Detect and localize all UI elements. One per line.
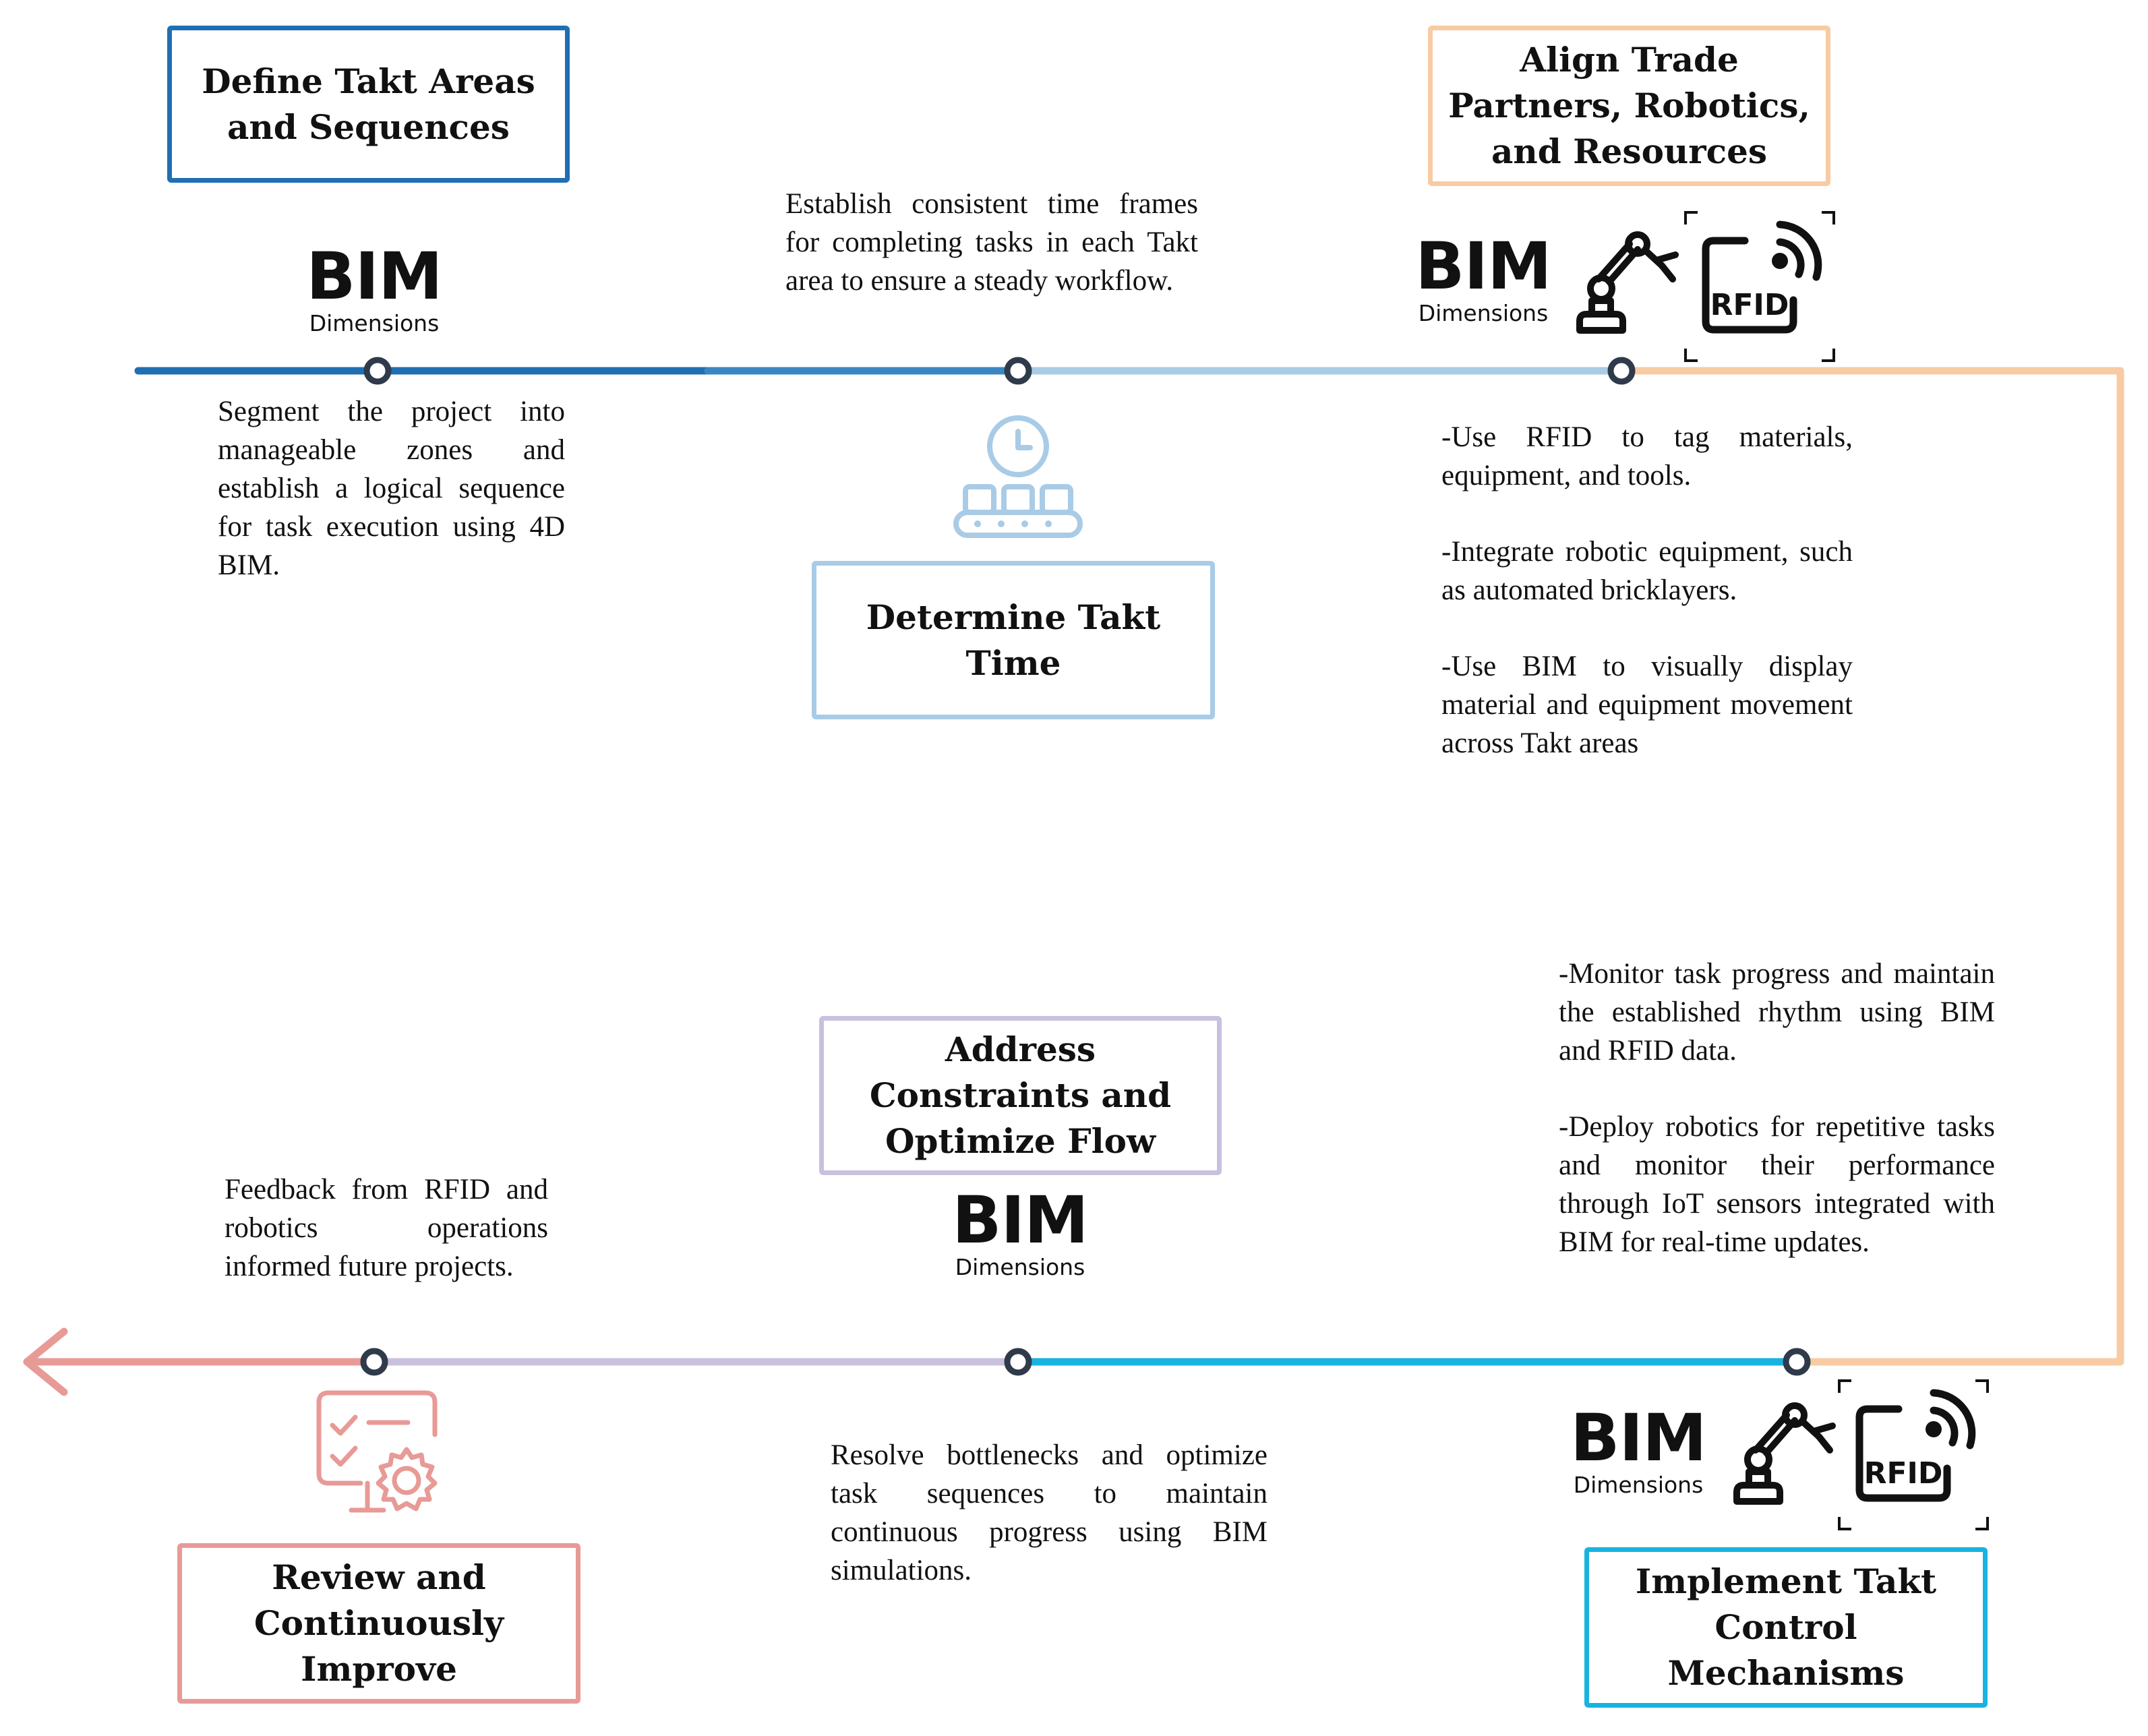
step-2-description: Establish consistent time frames for com… bbox=[785, 185, 1198, 300]
timeline-node-2 bbox=[1004, 357, 1032, 385]
timeline-node-1 bbox=[363, 357, 392, 385]
clock-conveyor-icon bbox=[953, 415, 1083, 538]
step-6-title-line-2: Continuously bbox=[253, 1603, 504, 1643]
step-3-description-item-3: -Use BIM to visually display material an… bbox=[1441, 651, 1853, 759]
step-6-description: Feedback from RFID and robotics operatio… bbox=[225, 1170, 548, 1286]
timeline-node-5 bbox=[1004, 1348, 1032, 1376]
arrow-left-icon bbox=[23, 1327, 68, 1396]
step-1-title-line-1: Define Takt Areas bbox=[202, 61, 535, 101]
step-3-description-item-1: -Use RFID to tag materials, equipment, a… bbox=[1441, 421, 1853, 491]
step-3-description-item-2: -Integrate robotic equipment, such as au… bbox=[1441, 536, 1853, 606]
step-1-title-line-2: and Sequences bbox=[227, 107, 510, 147]
step-2-title-line-2: Time bbox=[965, 642, 1061, 683]
step-4-title-box: Implement Takt Control Mechanisms bbox=[1584, 1547, 1988, 1708]
rfid-icon: RFID bbox=[1684, 211, 1835, 362]
step-4-title-line-3: Mechanisms bbox=[1667, 1653, 1905, 1693]
bim-logo-subtext: Dimensions bbox=[1418, 300, 1549, 326]
step-5-description: Resolve bottlenecks and optimize task se… bbox=[831, 1436, 1267, 1590]
step-1-description-text: Segment the project into manageable zone… bbox=[218, 396, 565, 581]
robotic-arm-icon bbox=[1576, 231, 1679, 334]
step-6-title-box: Review and Continuously Improve bbox=[177, 1543, 580, 1704]
rfid-label: RFID bbox=[1864, 1456, 1943, 1491]
step-5-description-text: Resolve bottlenecks and optimize task se… bbox=[831, 1439, 1267, 1586]
step-3-title-line-3: and Resources bbox=[1491, 131, 1768, 171]
bim-logo-step-4: BIM Dimensions bbox=[1561, 1404, 1716, 1499]
bim-logo-step-3: BIM Dimensions bbox=[1406, 233, 1561, 327]
step-5-title-box: Address Constraints and Optimize Flow bbox=[819, 1016, 1222, 1175]
checklist-gear-icon bbox=[316, 1390, 438, 1513]
bim-logo-step-5: BIM Dimensions bbox=[943, 1187, 1098, 1281]
timeline-node-3 bbox=[1607, 357, 1636, 385]
step-3-title-line-1: Align Trade bbox=[1520, 40, 1739, 80]
bim-logo-subtext: Dimensions bbox=[955, 1254, 1085, 1280]
step-5-title-line-1: Address bbox=[945, 1029, 1096, 1069]
step-4-title-line-1: Implement Takt bbox=[1635, 1561, 1937, 1601]
timeline-node-4 bbox=[1783, 1348, 1811, 1376]
timeline-segment-3 bbox=[1617, 367, 2124, 1366]
step-4-description: -Monitor task progress and maintain the … bbox=[1559, 955, 1995, 1261]
step-4-description-item-1: -Monitor task progress and maintain the … bbox=[1559, 958, 1995, 1067]
step-1-description: Segment the project into manageable zone… bbox=[218, 392, 565, 585]
step-5-title-line-2: Constraints and bbox=[869, 1075, 1172, 1115]
step-6-description-text: Feedback from RFID and robotics operatio… bbox=[225, 1174, 548, 1282]
step-6-title-line-3: Improve bbox=[301, 1649, 457, 1689]
step-6-title-line-1: Review and bbox=[272, 1557, 486, 1597]
step-4-description-item-2: -Deploy robotics for repetitive tasks an… bbox=[1559, 1111, 1995, 1258]
robotic-arm-icon bbox=[1733, 1402, 1836, 1505]
step-4-title-line-2: Control bbox=[1714, 1607, 1857, 1647]
step-5-title-line-3: Optimize Flow bbox=[885, 1121, 1156, 1161]
bim-logo-subtext: Dimensions bbox=[309, 310, 440, 336]
step-2-title-box: Determine Takt Time bbox=[812, 561, 1215, 719]
rfid-label: RFID bbox=[1710, 288, 1789, 322]
bim-logo-text: BIM bbox=[306, 239, 442, 314]
bim-logo-step-1: BIM Dimensions bbox=[297, 243, 452, 337]
timeline-node-6 bbox=[360, 1348, 388, 1376]
bim-logo-text: BIM bbox=[1415, 229, 1551, 304]
step-2-description-text: Establish consistent time frames for com… bbox=[785, 188, 1198, 297]
bim-logo-subtext: Dimensions bbox=[1573, 1472, 1704, 1498]
step-3-description: -Use RFID to tag materials, equipment, a… bbox=[1441, 418, 1853, 762]
step-3-title-box: Align Trade Partners, Robotics, and Reso… bbox=[1428, 26, 1830, 186]
step-3-title-line-2: Partners, Robotics, bbox=[1448, 86, 1810, 125]
step-1-title-box: Define Takt Areas and Sequences bbox=[167, 26, 570, 183]
rfid-icon: RFID bbox=[1838, 1379, 1989, 1530]
bim-logo-text: BIM bbox=[952, 1183, 1088, 1258]
step-2-title-line-1: Determine Takt bbox=[866, 597, 1161, 637]
bim-logo-text: BIM bbox=[1570, 1400, 1706, 1476]
